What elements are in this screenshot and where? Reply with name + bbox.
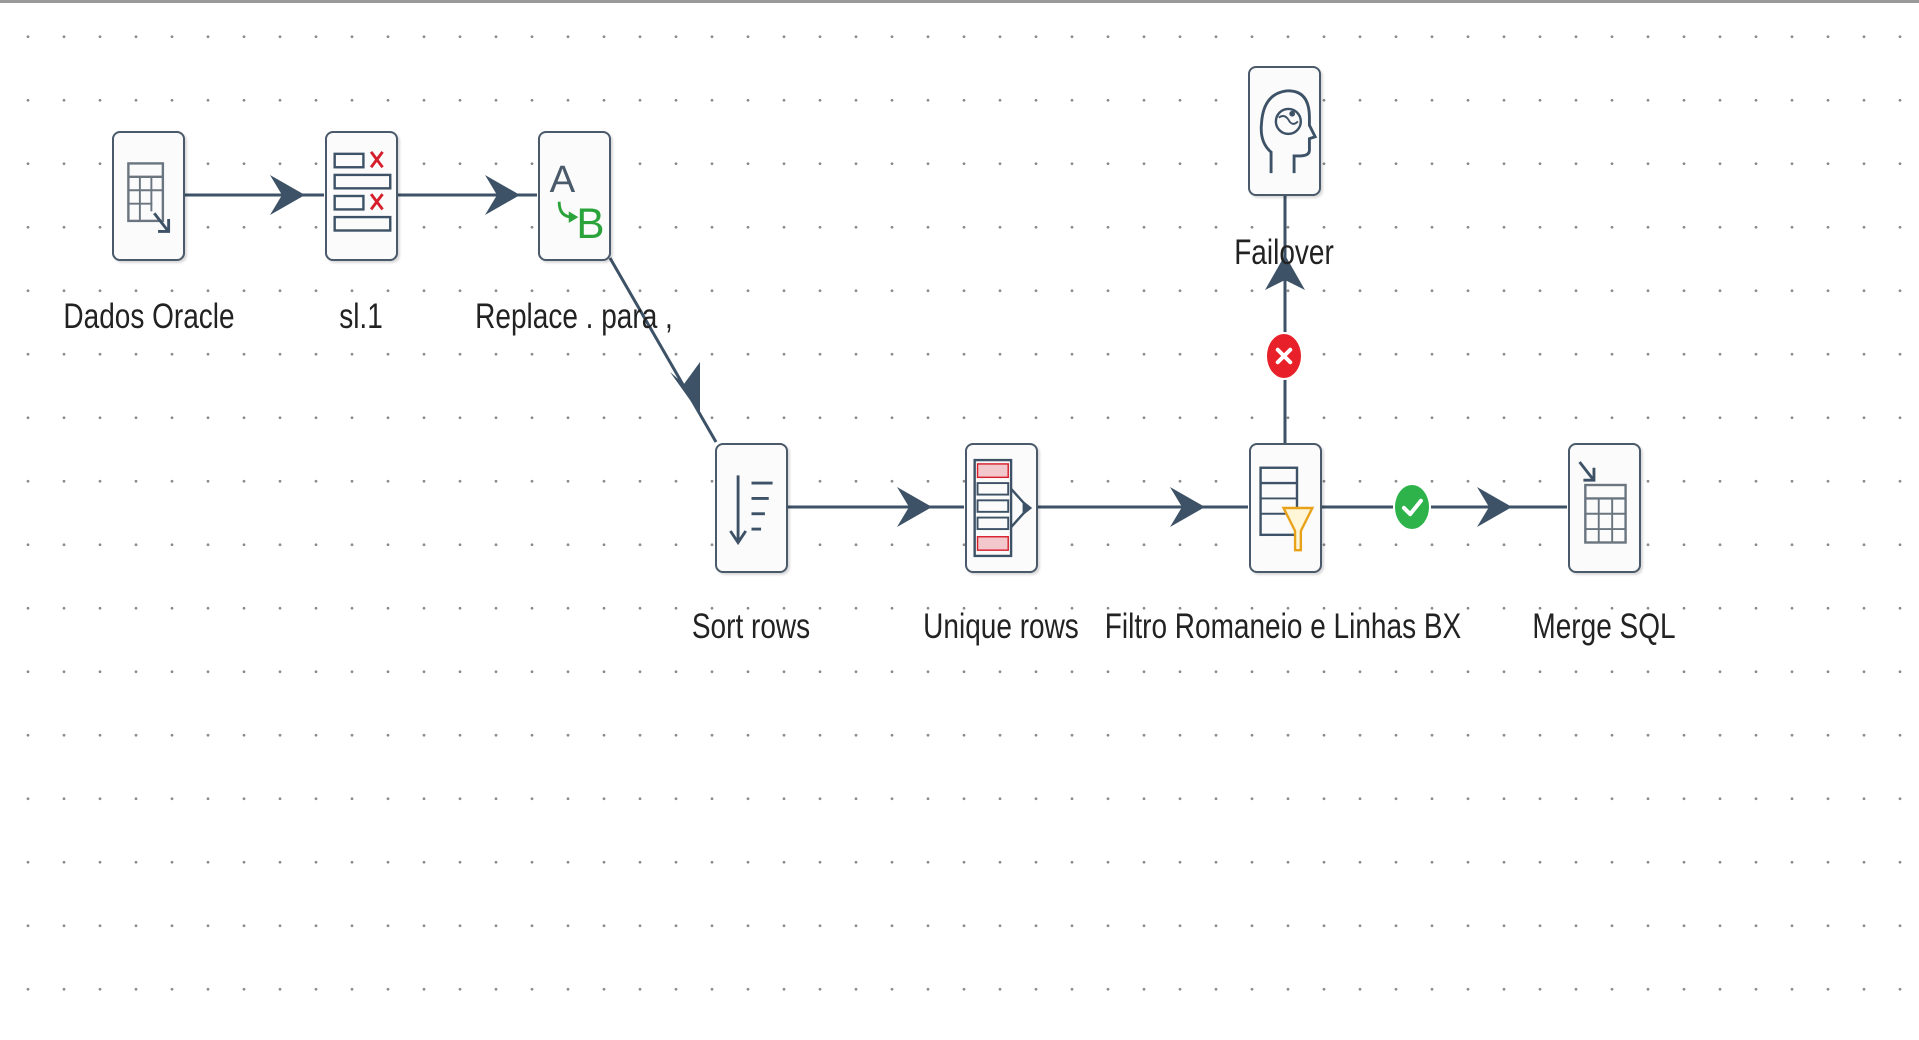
hop-arrow-unique-to-filtro xyxy=(1170,487,1205,527)
hop-arrow-filtro-to-failover xyxy=(1265,255,1305,290)
check-icon xyxy=(1401,498,1423,517)
select-values-icon xyxy=(333,151,392,232)
hop-arrow-sl1-to-replace xyxy=(485,175,520,215)
hop-arrow-filtro-to-merge xyxy=(1477,487,1512,527)
sort-rows-icon xyxy=(729,475,773,546)
step-sl1[interactable] xyxy=(325,131,398,261)
step-label-dados-oracle: Dados Oracle xyxy=(63,297,235,336)
step-label-sort-rows: Sort rows xyxy=(691,607,811,646)
hop-arrow-replace-to-sort xyxy=(670,362,700,414)
hop-arrow-sort-to-unique xyxy=(897,487,932,527)
step-replace[interactable]: A B xyxy=(538,131,611,261)
replace-string-icon: A B xyxy=(550,158,605,247)
hop-true-badge[interactable] xyxy=(1393,483,1431,531)
table-output-icon xyxy=(1578,461,1627,544)
step-label-merge-sql: Merge SQL xyxy=(1532,607,1676,646)
hop-false-badge[interactable] xyxy=(1265,332,1303,380)
svg-text:A: A xyxy=(550,158,576,201)
step-merge-sql[interactable] xyxy=(1568,443,1641,573)
step-label-sl1: sl.1 xyxy=(339,297,383,336)
step-label-filtro: Filtro Romaneio e Linhas BX xyxy=(1104,607,1462,646)
step-unique-rows[interactable] xyxy=(965,443,1038,573)
filter-rows-icon xyxy=(1259,466,1315,552)
unique-rows-icon xyxy=(973,458,1033,558)
step-failover[interactable] xyxy=(1248,66,1321,196)
step-label-failover: Failover xyxy=(1234,233,1334,272)
hop-arrow-dados-to-sl1 xyxy=(270,175,305,215)
table-input-icon xyxy=(127,162,171,233)
step-filtro[interactable] xyxy=(1249,443,1322,573)
head-brain-icon xyxy=(1259,89,1318,174)
step-dados-oracle[interactable] xyxy=(112,131,185,261)
canvas-top-border xyxy=(0,0,1919,3)
svg-text:B: B xyxy=(576,200,604,247)
step-label-unique-rows: Unique rows xyxy=(923,607,1079,646)
step-label-replace: Replace . para , xyxy=(475,297,673,336)
cross-icon xyxy=(1275,347,1293,365)
step-sort-rows[interactable] xyxy=(715,443,788,573)
hop-replace-to-sort[interactable] xyxy=(608,257,718,443)
